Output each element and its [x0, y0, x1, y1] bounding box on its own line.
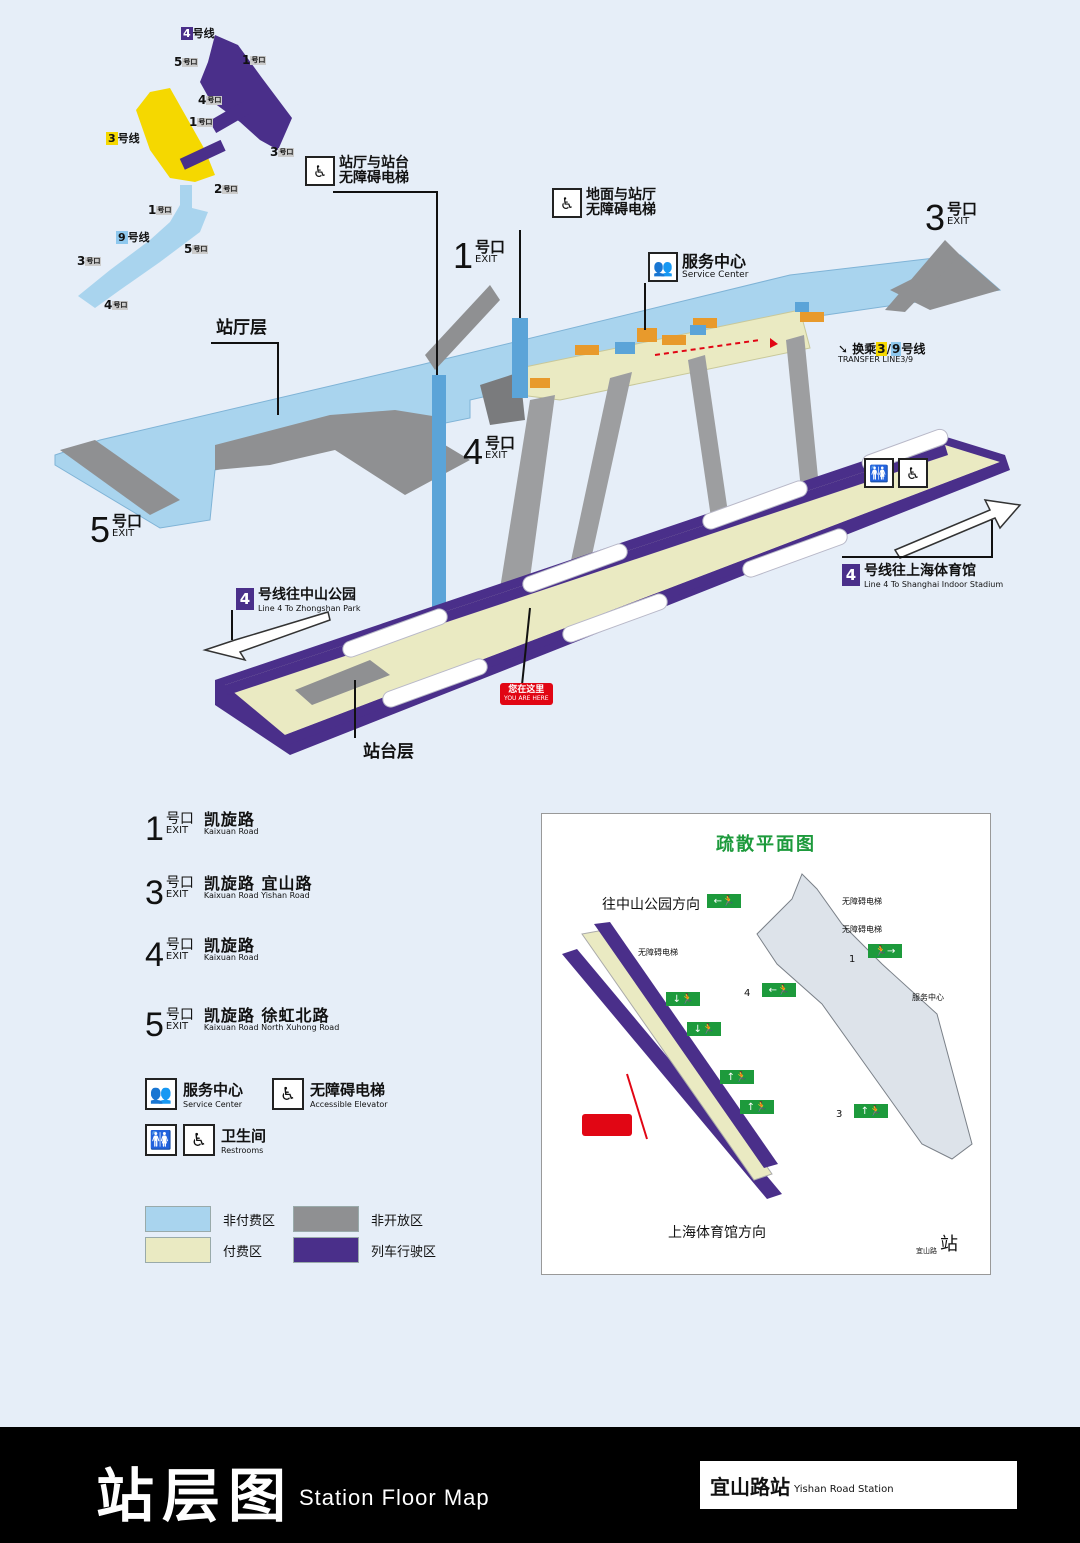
mini-exit-3: 3号口 — [270, 145, 295, 159]
station-3d-map — [54, 191, 1022, 755]
restroom-icon: 🚻 — [864, 458, 894, 488]
track-swatch — [293, 1237, 359, 1263]
mini-exit-5: 5号口 — [174, 55, 199, 69]
paid-swatch — [145, 1237, 211, 1263]
station-name-box: 宜山路站 Yishan Road Station — [700, 1461, 1017, 1509]
evac-elevator-1: 无障碍电梯 — [638, 948, 678, 957]
stair-2 — [560, 372, 632, 612]
concourse-level-label: 站厅层 — [216, 318, 267, 338]
mini-exit-1: 1号口 — [242, 53, 267, 67]
exit-sign-icon: ↓🏃 — [687, 1022, 721, 1036]
evac-dir-top: 往中山公园方向 — [602, 897, 700, 913]
concourse-closed-area — [215, 410, 470, 495]
mini-exit-9-1: 1号口 — [148, 203, 173, 217]
exit-sign-icon: ←🏃 — [707, 894, 741, 908]
evac-elevator-2: 无障碍电梯 — [842, 897, 882, 906]
nonpaid-swatch — [145, 1206, 211, 1232]
platform-restroom-icons: 🚻 ♿ — [864, 458, 928, 488]
evac-station-name: 宜山路站 — [916, 1234, 958, 1255]
evacuation-drawing — [562, 873, 973, 1199]
evac-service: 服务中心 — [912, 993, 944, 1002]
transfer-arrow-icon: ➘ — [838, 342, 853, 356]
accessible-elevator-icon: ♿ — [305, 156, 335, 186]
mini-exit-2: 2号口 — [214, 182, 239, 196]
evac-exit-3: 3 — [836, 1109, 843, 1120]
evac-exit-4: 4 — [744, 988, 751, 999]
wheelchair-icon: ♿ — [898, 458, 928, 488]
legend-area-paid: 付费区 — [145, 1237, 262, 1263]
exit-sign-icon: ↑🏃 — [720, 1070, 754, 1084]
legend-area-track: 列车行驶区 — [293, 1237, 436, 1263]
elevator-shaft-concourse-platform — [432, 375, 446, 640]
stair-4 — [786, 335, 822, 520]
wheelchair-icon: ♿ — [183, 1124, 215, 1156]
stair-3 — [688, 355, 732, 545]
exit-sign-icon: ↑🏃 — [854, 1104, 888, 1118]
page-title: 站层图 — [96, 1462, 295, 1530]
exit5-escalator — [60, 440, 180, 515]
evac-elevator-3: 无障碍电梯 — [842, 925, 882, 934]
accessible-elevator-icon: ♿ — [272, 1078, 304, 1110]
evac-exit-1: 1 — [849, 954, 856, 965]
line4-shape — [200, 35, 292, 150]
exit1-escalator — [425, 285, 500, 370]
elevator-shaft-ground-concourse — [512, 318, 528, 398]
evacuation-title: 疏散平面图 — [716, 834, 816, 855]
mini-exit-9-3: 3号口 — [77, 254, 102, 268]
exit-sign-icon: ↑🏃 — [740, 1100, 774, 1114]
page-subtitle: Station Floor Map — [299, 1485, 490, 1510]
arrow-to-zhongshan — [202, 611, 331, 662]
platform-level-label: 站台层 — [363, 742, 414, 762]
closed-swatch — [293, 1206, 359, 1232]
transfer-label: ➘ 换乘3/9号线 TRANSFER LINE3/9 — [838, 342, 926, 365]
arrow-to-stadium — [893, 499, 1022, 559]
accessible-elevator-icon: ♿ — [552, 188, 582, 218]
platform-closed-area — [295, 660, 390, 705]
elevator-concourse-platform-label: ♿ 站厅与站台无障碍电梯 — [305, 156, 409, 186]
line-overview — [78, 35, 292, 308]
mini-exit-9-5: 5号口 — [184, 242, 209, 256]
mini-exit-9-4: 4号口 — [104, 298, 129, 312]
stair-1 — [495, 395, 555, 620]
service-center-icon: 👥 — [145, 1078, 177, 1110]
evac-dir-bottom: 上海体育馆方向 — [668, 1225, 766, 1241]
mini-exit-4: 4号口 — [198, 93, 223, 107]
exit-sign-icon: ↓🏃 — [666, 992, 700, 1006]
exit-sign-icon: ←🏃 — [762, 983, 796, 997]
footer-bar: 站层图 Station Floor Map 宜山路站 Yishan Road S… — [0, 1427, 1080, 1543]
evacuation-plan: 疏散平面图 往中山公园方向 上海体育馆方向 无障碍电梯 无障碍电梯 无障碍电梯 … — [541, 813, 991, 1275]
mini-exit-1b: 1号口 — [189, 115, 214, 129]
restroom-icon: 🚻 — [145, 1124, 177, 1156]
elevator-ground-concourse-label: ♿ 地面与站厅无障碍电梯 — [552, 188, 656, 218]
exit3-escalator — [885, 240, 960, 312]
platform-paid-area — [225, 445, 1000, 735]
exit-sign-icon: 🏃→ — [868, 944, 902, 958]
legend-area-closed: 非开放区 — [293, 1206, 423, 1232]
line9-shape — [78, 205, 208, 308]
legend-area-nonpaid: 非付费区 — [145, 1206, 275, 1232]
service-center-icon: 👥 — [648, 252, 678, 282]
